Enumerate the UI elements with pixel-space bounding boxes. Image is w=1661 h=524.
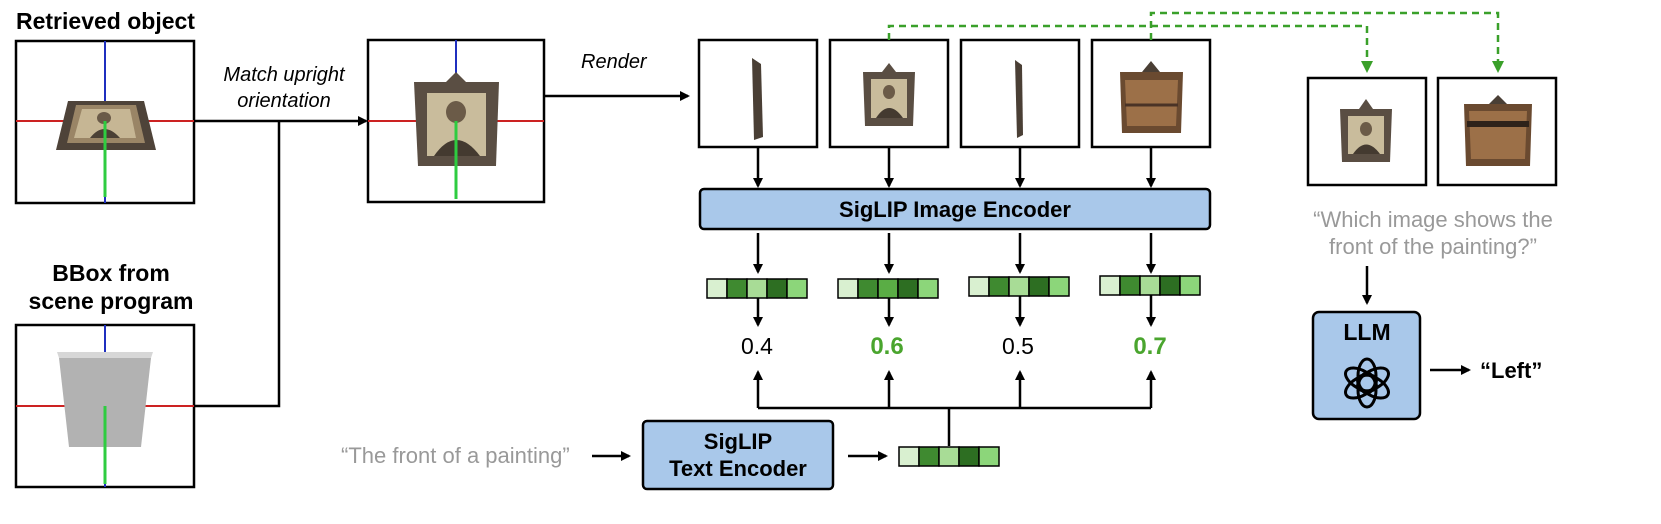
llm-box: LLM <box>1311 310 1422 421</box>
render-view-2 <box>828 38 950 149</box>
llm-answer: “Left” <box>1480 358 1542 383</box>
text-embedding <box>898 446 1000 467</box>
siglip-image-encoder: SigLIP Image Encoder <box>698 187 1212 231</box>
selection-dashed-lines <box>887 11 1504 73</box>
render-label: Render <box>581 51 648 73</box>
text-encoder-label-line1: SigLIP <box>704 429 772 454</box>
image-embedding-1 <box>706 278 808 299</box>
embedding-to-score-arrows <box>753 295 1156 327</box>
upright-object-box <box>366 38 546 204</box>
image-encoder-label: SigLIP Image Encoder <box>839 197 1071 222</box>
view-to-encoder-arrows <box>753 147 1156 188</box>
text-prompt: “The front of a painting” <box>341 443 570 468</box>
score-view-2: 0.6 <box>870 333 903 360</box>
bbox-title-line1: BBox from <box>52 260 170 286</box>
selected-view-left <box>1306 76 1428 187</box>
match-label-line2: orientation <box>237 90 330 112</box>
gray-bbox-icon <box>57 352 153 447</box>
score-view-1: 0.4 <box>741 333 773 359</box>
render-view-3 <box>959 38 1081 149</box>
llm-question-line1: “Which image shows the <box>1313 207 1553 232</box>
llm-question-line2: front of the painting?” <box>1329 234 1537 259</box>
selected-view-right <box>1436 76 1558 187</box>
bbox-box <box>14 323 196 489</box>
text-embedding-distribution <box>753 370 1156 446</box>
openai-logo-icon <box>1344 357 1390 409</box>
retrieved-object-title: Retrieved object <box>16 8 195 34</box>
score-view-4: 0.7 <box>1133 333 1166 360</box>
score-view-3: 0.5 <box>1002 333 1034 359</box>
image-embedding-3 <box>968 276 1070 297</box>
bbox-title-line2: scene program <box>29 288 194 314</box>
encoder-to-embedding-arrows <box>753 233 1156 274</box>
render-view-1 <box>697 38 819 149</box>
retrieved-object-box <box>14 39 196 205</box>
left-connectors <box>194 116 368 408</box>
match-label-line1: Match upright <box>223 64 346 86</box>
siglip-text-encoder: SigLIP Text Encoder <box>641 419 835 491</box>
render-view-4 <box>1090 38 1212 149</box>
text-encoder-label-line2: Text Encoder <box>669 456 807 481</box>
image-embedding-4 <box>1099 275 1201 296</box>
llm-label: LLM <box>1343 319 1390 345</box>
image-embedding-2 <box>837 278 939 299</box>
